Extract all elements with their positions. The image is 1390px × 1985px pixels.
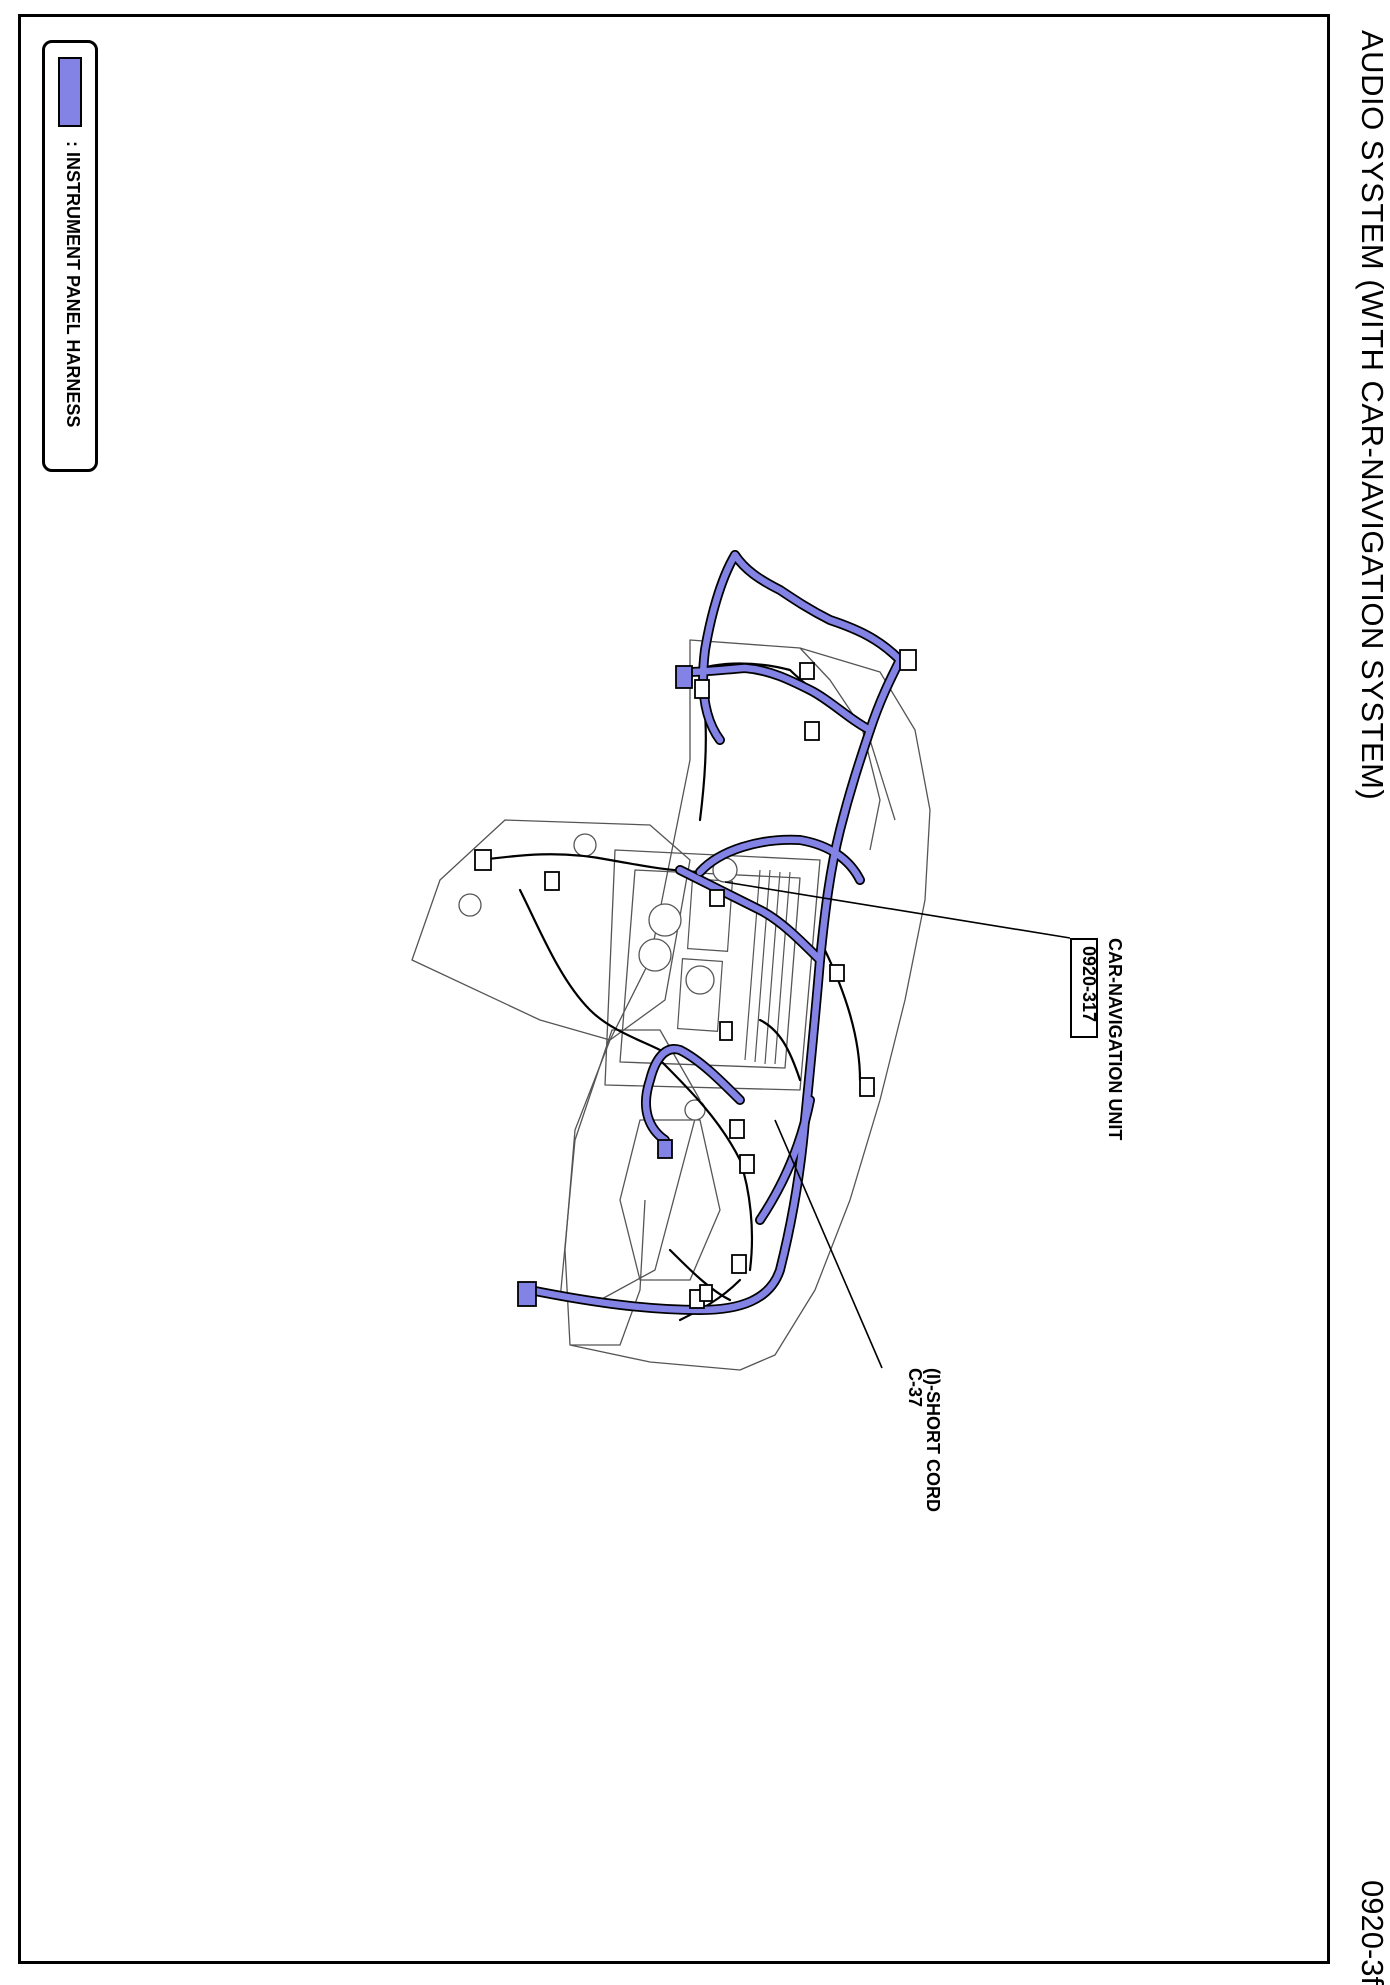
car-navigation-unit-label: CAR-NAVIGATION UNIT xyxy=(1105,938,1125,1141)
black-wires xyxy=(478,662,862,1322)
left-end-panel xyxy=(570,1199,646,1346)
instrument-panel-outline xyxy=(411,639,931,1371)
steering-column-cover xyxy=(619,1119,721,1281)
center-console-panel xyxy=(411,819,691,1041)
instrument-panel-harness-fill xyxy=(526,551,904,1314)
center-stack-frame xyxy=(604,849,821,1091)
car-navigation-unit-code-box: 0920-317 xyxy=(1070,938,1099,1038)
right-end-panel xyxy=(799,647,896,821)
short-cord-label: (I)-SHORT CORD C-37 xyxy=(905,1368,943,1512)
legend-box: : INSTRUMENT PANEL HARNESS xyxy=(42,40,98,472)
lower-console-panel xyxy=(559,1029,701,1301)
page-frame xyxy=(18,14,1330,1964)
dashboard-body-outline xyxy=(564,639,931,1371)
connectors xyxy=(474,649,917,1309)
leader-lines xyxy=(724,881,1071,1369)
center-stack-slots xyxy=(676,869,791,1065)
legend-swatch-instrument-panel-harness xyxy=(58,57,82,127)
short-cord-code: C-37 xyxy=(905,1368,925,1408)
short-cord-name: (I)-SHORT CORD xyxy=(923,1368,943,1512)
console-circles xyxy=(458,833,738,1121)
car-navigation-unit-code: 0920-317 xyxy=(1079,946,1099,1023)
center-stack-inner xyxy=(619,869,801,1069)
